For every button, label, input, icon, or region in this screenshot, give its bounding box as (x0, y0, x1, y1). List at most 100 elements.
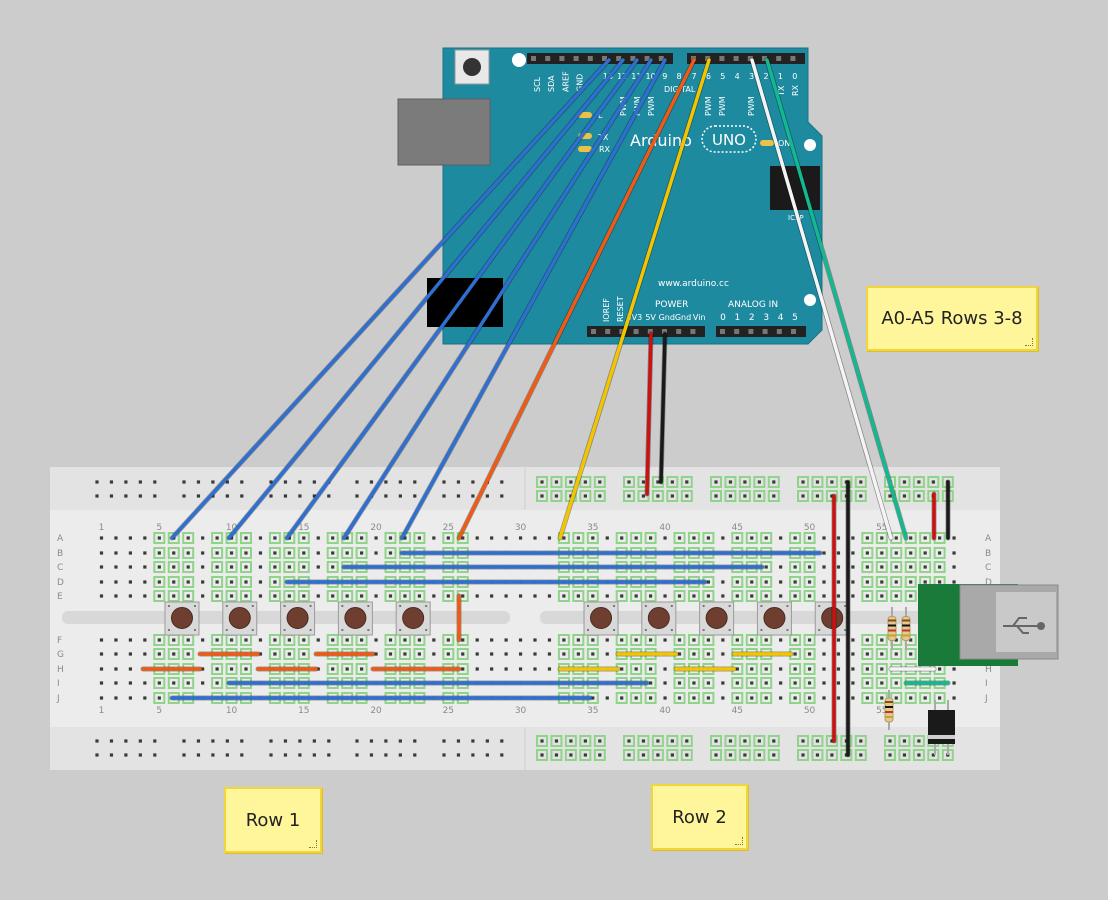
breadboard-hole[interactable] (417, 594, 421, 598)
breadboard-hole[interactable] (316, 536, 320, 540)
power-rail-hole[interactable] (471, 739, 475, 743)
breadboard-hole[interactable] (504, 638, 508, 642)
breadboard-hole[interactable] (807, 696, 812, 700)
power-rail-hole[interactable] (240, 753, 244, 757)
power-rail-hole[interactable] (500, 494, 504, 498)
breadboard-hole[interactable] (764, 594, 768, 598)
breadboard-hole[interactable] (186, 580, 190, 584)
power-rail-hole[interactable] (917, 739, 921, 743)
breadboard-hole[interactable] (663, 696, 667, 700)
breadboard-hole[interactable] (851, 551, 855, 555)
power-rail-hole[interactable] (815, 494, 820, 498)
breadboard-hole[interactable] (836, 565, 841, 569)
breadboard-hole[interactable] (706, 696, 710, 700)
power-rail-hole[interactable] (670, 739, 674, 743)
power-rail-hole[interactable] (182, 739, 186, 743)
breadboard-hole[interactable] (851, 565, 855, 569)
breadboard-hole[interactable] (677, 594, 682, 598)
breadboard-hole[interactable] (215, 594, 219, 598)
breadboard-hole[interactable] (822, 580, 826, 584)
breadboard-hole[interactable] (750, 681, 754, 685)
wire-5v[interactable] (645, 332, 653, 496)
header-pin[interactable] (676, 329, 682, 334)
breadboard-hole[interactable] (692, 681, 696, 685)
breadboard-hole[interactable] (258, 594, 263, 598)
breadboard-hole[interactable] (229, 536, 234, 540)
breadboard-hole[interactable] (576, 652, 580, 656)
breadboard-hole[interactable] (244, 565, 248, 569)
breadboard-hole[interactable] (114, 594, 118, 598)
breadboard-hole[interactable] (201, 565, 205, 569)
breadboard-hole[interactable] (461, 667, 465, 671)
power-rail-hole[interactable] (685, 739, 689, 743)
breadboard-hole[interactable] (157, 551, 161, 555)
breadboard-hole[interactable] (490, 667, 494, 671)
power-rail-hole[interactable] (670, 480, 674, 484)
power-rail-hole[interactable] (182, 494, 186, 498)
power-rail-hole[interactable] (182, 753, 186, 757)
breadboard-hole[interactable] (562, 536, 566, 540)
breadboard-hole[interactable] (547, 667, 552, 671)
breadboard-hole[interactable] (518, 667, 523, 671)
power-rail-hole[interactable] (369, 739, 374, 743)
power-rail-hole[interactable] (627, 480, 631, 484)
power-rail-hole[interactable] (211, 494, 215, 498)
power-rail-hole[interactable] (801, 753, 805, 757)
breadboard-hole[interactable] (750, 638, 754, 642)
breadboard-hole[interactable] (143, 696, 147, 700)
breadboard-hole[interactable] (634, 638, 638, 642)
breadboard-hole[interactable] (807, 667, 812, 671)
breadboard-hole[interactable] (388, 536, 393, 540)
breadboard-hole[interactable] (822, 696, 826, 700)
header-pin[interactable] (662, 329, 667, 334)
power-rail-hole[interactable] (917, 480, 921, 484)
breadboard-hole[interactable] (692, 652, 696, 656)
power-rail-hole[interactable] (283, 753, 288, 757)
breadboard-hole[interactable] (157, 696, 161, 700)
breadboard-hole[interactable] (764, 638, 768, 642)
power-rail-hole[interactable] (124, 753, 128, 757)
breadboard-hole[interactable] (201, 667, 205, 671)
breadboard-hole[interactable] (865, 551, 869, 555)
breadboard-hole[interactable] (128, 565, 132, 569)
power-rail-hole[interactable] (95, 480, 99, 484)
breadboard-hole[interactable] (909, 551, 913, 555)
breadboard-hole[interactable] (201, 580, 205, 584)
pushbutton-cap[interactable] (590, 607, 613, 629)
breadboard-hole[interactable] (764, 580, 768, 584)
breadboard-hole[interactable] (706, 681, 710, 685)
power-rail-hole[interactable] (627, 753, 631, 757)
power-rail-hole[interactable] (641, 753, 646, 757)
power-rail-hole[interactable] (196, 480, 201, 484)
breadboard-hole[interactable] (273, 652, 277, 656)
power-rail-hole[interactable] (355, 494, 359, 498)
power-rail-hole[interactable] (757, 494, 761, 498)
breadboard-hole[interactable] (909, 594, 913, 598)
breadboard-hole[interactable] (764, 696, 768, 700)
breadboard-hole[interactable] (938, 565, 942, 569)
header-pin[interactable] (776, 56, 782, 61)
power-rail-hole[interactable] (138, 753, 142, 757)
breadboard-hole[interactable] (186, 594, 190, 598)
power-rail-hole[interactable] (312, 480, 316, 484)
breadboard-hole[interactable] (490, 536, 494, 540)
power-rail-hole[interactable] (327, 494, 331, 498)
breadboard-hole[interactable] (779, 565, 783, 569)
power-rail-hole[interactable] (369, 480, 374, 484)
breadboard-hole[interactable] (764, 565, 768, 569)
breadboard-hole[interactable] (403, 594, 407, 598)
breadboard-hole[interactable] (99, 652, 104, 656)
power-rail-hole[interactable] (124, 494, 128, 498)
breadboard-hole[interactable] (807, 536, 812, 540)
breadboard-hole[interactable] (229, 594, 234, 598)
breadboard-hole[interactable] (706, 652, 710, 656)
power-rail-hole[interactable] (240, 739, 244, 743)
breadboard-hole[interactable] (793, 681, 797, 685)
power-rail-hole[interactable] (384, 739, 388, 743)
breadboard-hole[interactable] (157, 580, 161, 584)
power-rail-hole[interactable] (240, 480, 244, 484)
breadboard-hole[interactable] (880, 580, 884, 584)
power-rail-hole[interactable] (398, 739, 402, 743)
breadboard-hole[interactable] (215, 551, 219, 555)
power-rail-hole[interactable] (888, 494, 892, 498)
